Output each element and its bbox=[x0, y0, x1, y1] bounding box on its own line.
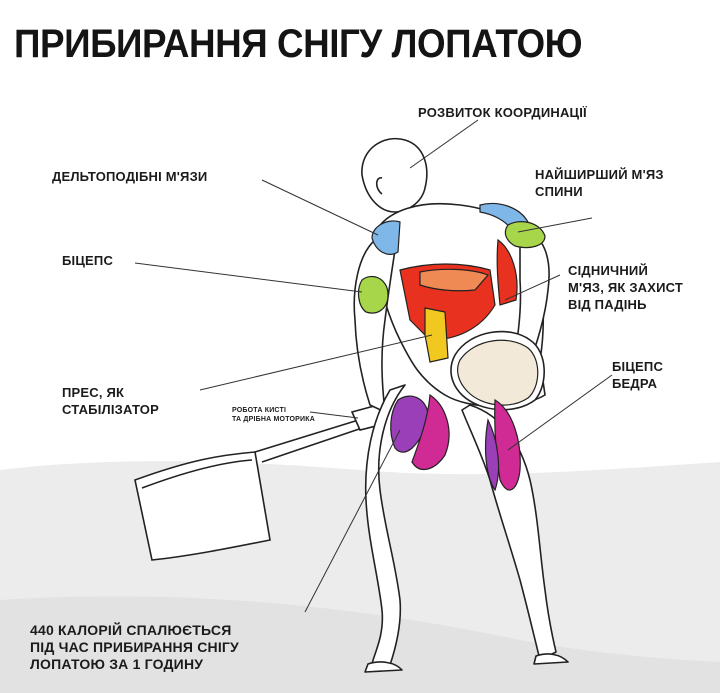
snow-shadow bbox=[0, 596, 720, 693]
muscles bbox=[357, 202, 546, 492]
label-hamstring: БІЦЕПС БЕДРА bbox=[612, 359, 664, 391]
page-title: ПРИБИРАННЯ СНІГУ ЛОПАТОЮ bbox=[14, 22, 583, 66]
label-gluteus: СІДНИЧНИЙ М'ЯЗ, ЯК ЗАХИСТ ВІД ПАДІНЬ bbox=[568, 263, 684, 312]
hamstring-left-magenta bbox=[411, 393, 450, 471]
label-wrist: РОБОТА КИСТІ ТА ДРІБНА МОТОРИКА bbox=[232, 407, 315, 423]
latissimus-right bbox=[496, 238, 518, 306]
gluteus bbox=[457, 339, 539, 406]
label-deltoids: ДЕЛЬТОПОДІБНІ М'ЯЗИ bbox=[52, 169, 208, 184]
abs bbox=[424, 307, 449, 363]
biceps-right bbox=[504, 221, 546, 249]
label-calories: 440 КАЛОРІЙ СПАЛЮЄТЬСЯ ПІД ЧАС ПРИБИРАНН… bbox=[30, 622, 239, 672]
biceps-left bbox=[357, 275, 389, 314]
pointer-lines bbox=[134, 119, 613, 613]
latissimus-highlight bbox=[419, 268, 490, 292]
hamstring-right-purple bbox=[484, 418, 500, 492]
label-latissimus: НАЙШИРШИЙ М'ЯЗ СПИНИ bbox=[535, 167, 664, 199]
label-biceps: БІЦЕПС bbox=[62, 253, 114, 268]
hamstring-left-purple bbox=[390, 395, 429, 453]
deltoid-left bbox=[371, 220, 401, 255]
label-abs: ПРЕС, ЯК СТАБІЛІЗАТОР bbox=[62, 385, 159, 417]
label-coordination: РОЗВИТОК КООРДИНАЦІЇ bbox=[418, 105, 587, 120]
